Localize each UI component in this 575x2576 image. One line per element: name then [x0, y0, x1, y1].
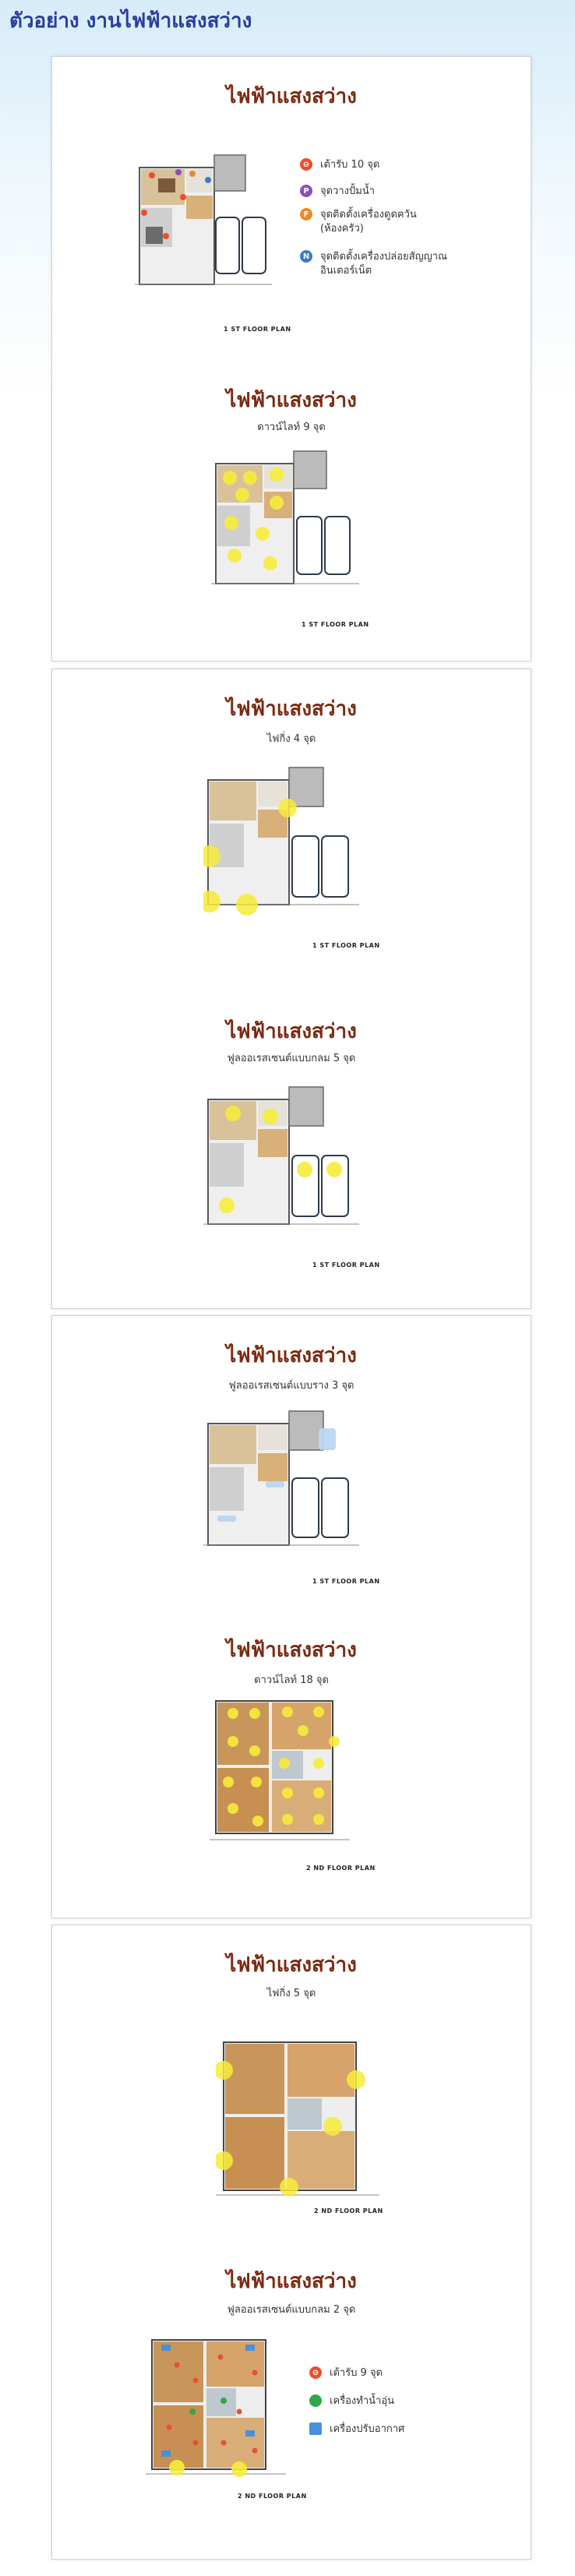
outlet-icon: ⊖: [300, 158, 312, 171]
legend-item: ⊖ เต้ารับ 9 จุด: [309, 2366, 383, 2380]
legend-text: เครื่องทำน้ำอุ่น: [330, 2395, 395, 2407]
second-floor-plan: [210, 1695, 350, 1851]
legend-item: เครื่องทำน้ำอุ่น: [309, 2394, 394, 2408]
first-floor-plan: [211, 446, 359, 602]
legend-item: F จุดติดตั้งเครื่องดูดควัน (ห้องครัว): [300, 208, 437, 236]
water-heater-icon: [309, 2394, 322, 2407]
legend-text: จุดติดตั้งเครื่องปล่อยสัญญาณอินเตอร์เน็ต: [320, 251, 448, 277]
legend-item: เครื่องปรับอากาศ: [309, 2422, 404, 2437]
second-floor-plan: [216, 2034, 379, 2206]
floor-plan-caption: 2 ND FLOOR PLAN: [306, 1865, 376, 1872]
section-title: ไฟฟ้าแสงสว่าง: [226, 85, 357, 108]
section-branch-4: ไฟฟ้าแสงสว่าง ไฟกิ่ง 4 จุด 1 ST FLOOR PL…: [52, 669, 531, 989]
internet-outlet-icon: N: [300, 250, 312, 263]
legend-text: เต้ารับ 10 จุด: [320, 159, 380, 171]
section-round-fluorescent-2: ไฟฟ้าแสงสว่าง ฟูลออเรสเซนต์แบบกลม 2 จุด: [52, 2253, 531, 2559]
section-title: ไฟฟ้าแสงสว่าง: [226, 389, 357, 412]
section-title: ไฟฟ้าแสงสว่าง: [226, 1344, 357, 1367]
legend-item: N จุดติดตั้งเครื่องปล่อยสัญญาณอินเตอร์เน…: [300, 250, 453, 278]
first-floor-plan: [203, 763, 359, 926]
section-title: ไฟฟ้าแสงสว่าง: [226, 1639, 357, 1662]
legend-text: เครื่องปรับอากาศ: [330, 2423, 405, 2435]
legend-item: ⊖ เต้ารับ 10 จุด: [300, 158, 379, 172]
outlet-icon: ⊖: [309, 2366, 322, 2379]
legend-text: จุดวางปั้มน้ำ: [320, 185, 376, 197]
floor-plan-caption: 1 ST FLOOR PLAN: [312, 1262, 380, 1269]
floor-plan-caption: 2 ND FLOOR PLAN: [314, 2207, 383, 2214]
first-floor-plan: [203, 1082, 359, 1246]
section-round-fluorescent-5: ไฟฟ้าแสงสว่าง ฟูลออเรสเซนต์แบบกลม 5 จุด …: [52, 989, 531, 1308]
section-outlets: ไฟฟ้าแสงสว่าง 1 ST FLOOR PLAN ⊖: [52, 57, 531, 369]
legend-text: จุดติดตั้งเครื่องดูดควัน (ห้องครัว): [320, 209, 417, 235]
first-floor-plan: [135, 150, 272, 300]
legend: ⊖ เต้ารับ 10 จุด P จุดวางปั้มน้ำ F จุดติ…: [300, 158, 526, 306]
section-branch-5: ไฟฟ้าแสงสว่าง ไฟกิ่ง 5 จุด 2 ND FLOOR PL…: [52, 1925, 531, 2253]
section-title: ไฟฟ้าแสงสว่าง: [226, 1020, 357, 1043]
section-title: ไฟฟ้าแสงสว่าง: [226, 1953, 357, 1977]
example-card-1: ไฟฟ้าแสงสว่าง 1 ST FLOOR PLAN ⊖: [51, 56, 531, 662]
first-floor-plan: [203, 1406, 359, 1562]
example-card-2: ไฟฟ้าแสงสว่าง ไฟกิ่ง 4 จุด 1 ST FLOOR PL…: [51, 669, 531, 1309]
example-card-3: ไฟฟ้าแสงสว่าง ฟูลออเรสเซนต์แบบราง 3 จุด …: [51, 1315, 531, 1918]
floor-plan-caption: 2 ND FLOOR PLAN: [238, 2493, 307, 2500]
section-subtitle: ไฟกิ่ง 4 จุด: [266, 733, 316, 745]
water-point-icon: P: [300, 185, 312, 197]
air-conditioner-icon: [309, 2422, 322, 2435]
hood-outlet-icon: F: [300, 208, 312, 221]
floor-plan-caption: 1 ST FLOOR PLAN: [224, 326, 291, 333]
legend-text: เต้ารับ 9 จุด: [330, 2367, 383, 2379]
floor-plan-caption: 1 ST FLOOR PLAN: [312, 942, 380, 949]
section-subtitle: ฟูลออเรสเซนต์แบบกลม 5 จุด: [227, 1053, 356, 1064]
floor-plan-caption: 1 ST FLOOR PLAN: [302, 621, 369, 628]
section-subtitle: ฟูลออเรสเซนต์แบบกลม 2 จุด: [227, 2304, 356, 2316]
section-downlight-18: ไฟฟ้าแสงสว่าง ดาวน์ไลท์ 18 จุด 2 ND FLOO…: [52, 1620, 531, 1918]
second-floor-plan: [146, 2334, 286, 2482]
page-title: ตัวอย่าง งานไฟฟ้าแสงสว่าง: [9, 9, 252, 33]
section-title: ไฟฟ้าแสงสว่าง: [226, 2270, 357, 2293]
example-card-4: ไฟฟ้าแสงสว่าง ไฟกิ่ง 5 จุด 2 ND FLOOR PL…: [51, 1925, 531, 2560]
section-subtitle: ดาวน์ไลท์ 18 จุด: [254, 1674, 329, 1686]
section-downlight-9: ไฟฟ้าแสงสว่าง ดาวน์ไลท์ 9 จุด 1 ST FLOOR…: [52, 369, 531, 661]
floor-plan-caption: 1 ST FLOOR PLAN: [312, 1578, 380, 1585]
section-subtitle: ฟูลออเรสเซนต์แบบราง 3 จุด: [228, 1380, 355, 1392]
section-subtitle: ดาวน์ไลท์ 9 จุด: [257, 422, 326, 433]
section-title: ไฟฟ้าแสงสว่าง: [226, 697, 357, 721]
legend-item: P จุดวางปั้มน้ำ: [300, 185, 375, 199]
section-rail-fluorescent-3: ไฟฟ้าแสงสว่าง ฟูลออเรสเซนต์แบบราง 3 จุด …: [52, 1316, 531, 1620]
section-subtitle: ไฟกิ่ง 5 จุด: [266, 1988, 316, 1999]
legend: ⊖ เต้ารับ 9 จุด เครื่องทำน้ำอุ่น เครื่อง…: [309, 2366, 520, 2460]
